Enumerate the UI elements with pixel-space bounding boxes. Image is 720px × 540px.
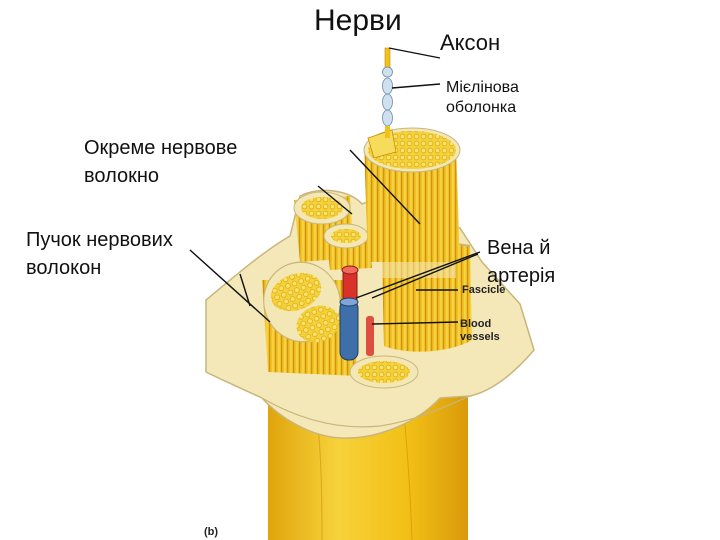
page-title: Нерви bbox=[314, 4, 402, 37]
axon-label: Аксон bbox=[440, 30, 501, 55]
fiber-bundle-leader-2 bbox=[239, 273, 251, 307]
axon-with-myelin bbox=[382, 47, 393, 138]
vessel-leader bbox=[355, 251, 481, 299]
single-fiber-label: Окреме нервове волокно bbox=[84, 137, 238, 187]
leader-lines bbox=[189, 47, 481, 325]
fiber-bundle-leader bbox=[189, 249, 271, 323]
single-fiber-leader-2 bbox=[317, 185, 353, 215]
fascicle-right bbox=[372, 243, 472, 352]
fascicle-bottom bbox=[349, 355, 419, 389]
vein-artery-label: Вена й артерія bbox=[487, 237, 556, 287]
fascicle-left bbox=[262, 261, 358, 376]
fascicle-middle bbox=[323, 223, 372, 270]
axon-leader bbox=[388, 47, 441, 59]
blood-vessels-tag: Blood vessels bbox=[460, 318, 500, 343]
vessel-leader-2 bbox=[371, 253, 479, 299]
fiber-bundle-label: Пучок нервових волокон bbox=[26, 229, 173, 279]
myelin-sheath-label: Мієлінова оболонка bbox=[446, 79, 519, 116]
single-fiber-leader bbox=[349, 149, 421, 225]
blood-vessel-leader bbox=[371, 321, 459, 325]
fascicle-tag: Fascicle bbox=[462, 284, 506, 296]
protruding-fiber-bundle bbox=[363, 127, 461, 262]
blood-vessels bbox=[339, 265, 374, 361]
panel-letter: (b) bbox=[204, 526, 219, 538]
myelin-leader bbox=[391, 83, 441, 89]
